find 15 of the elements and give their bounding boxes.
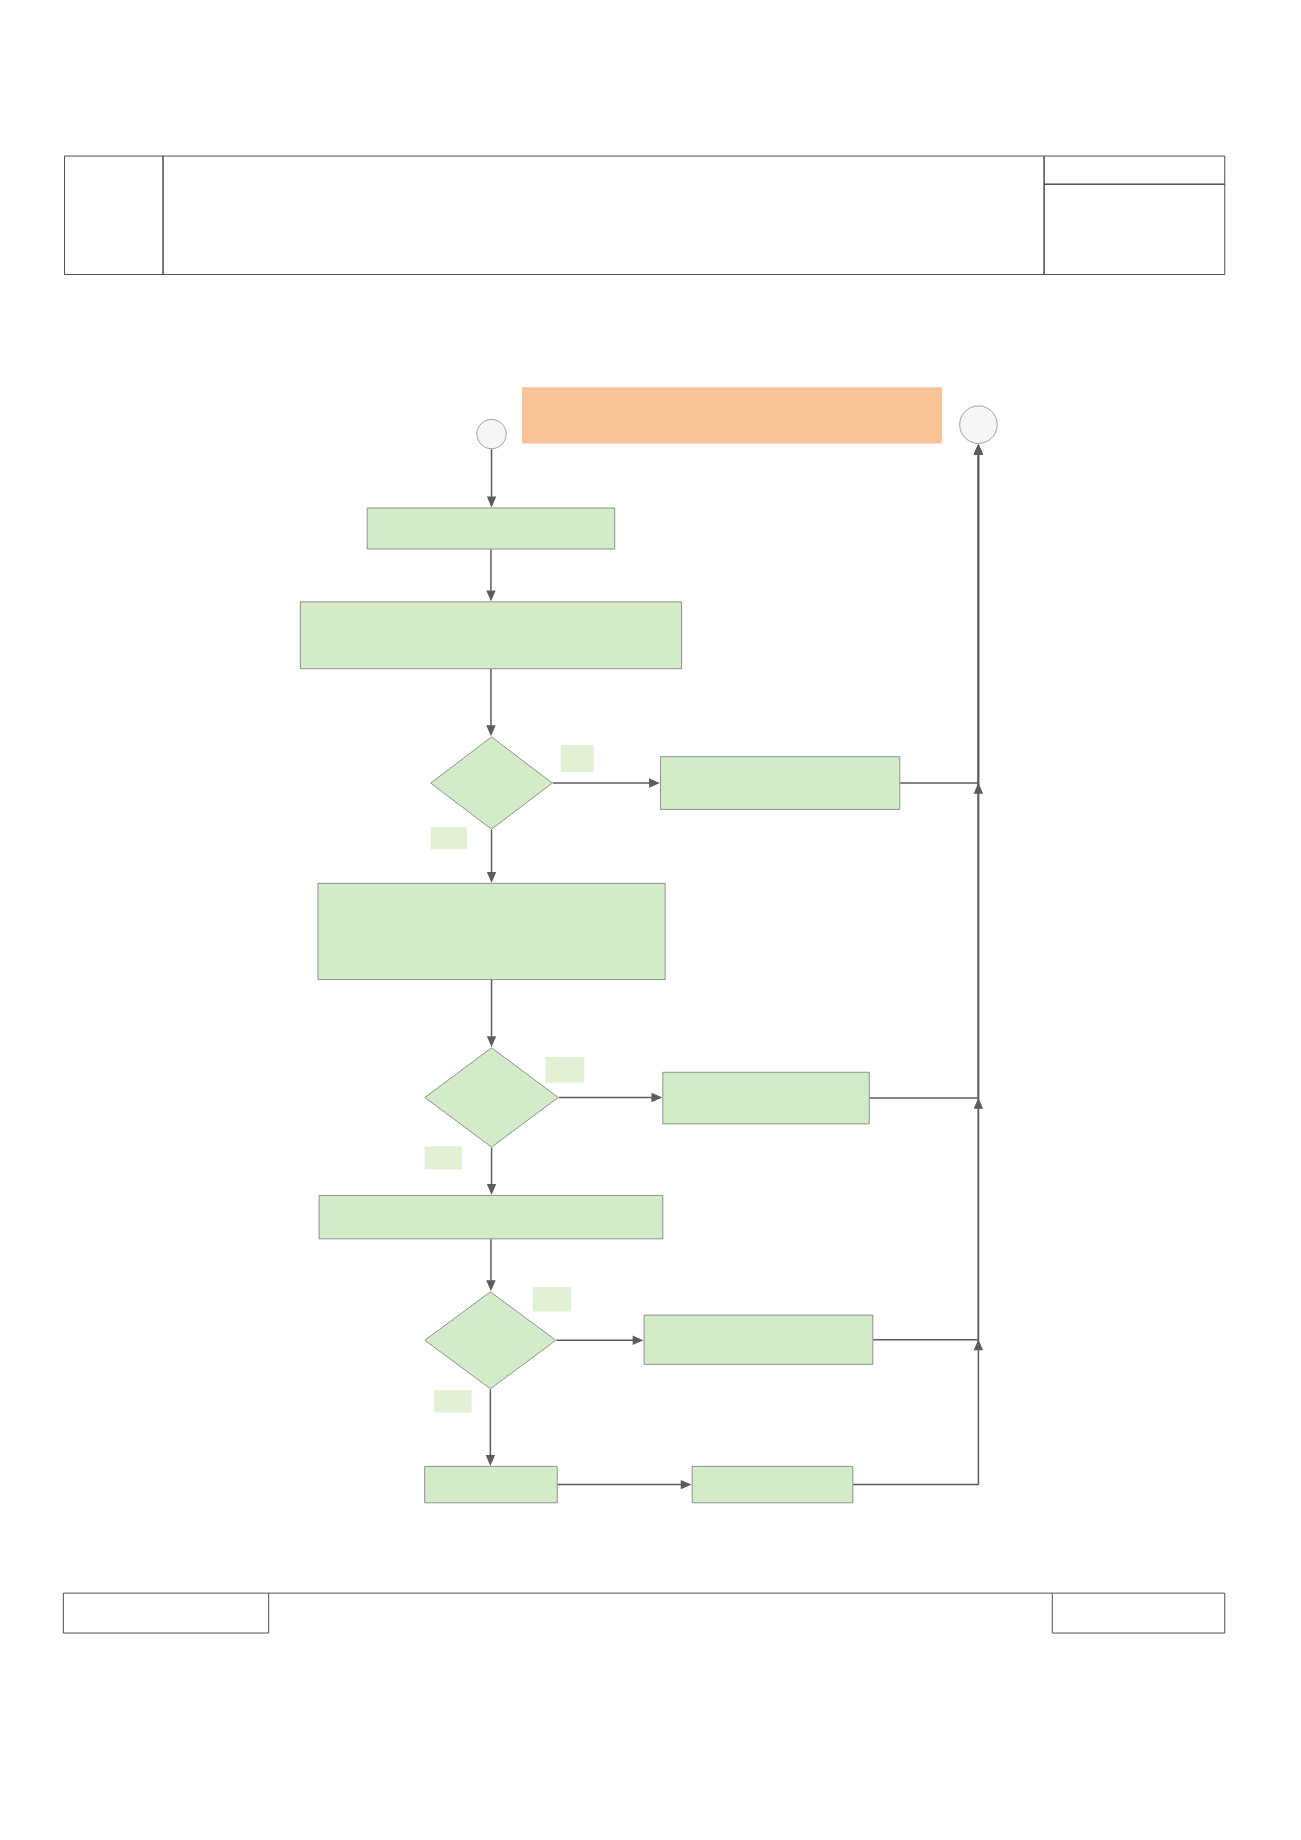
process-box [424, 1466, 558, 1504]
process-box [317, 882, 666, 980]
process-box [691, 1466, 854, 1504]
decision-diamond [424, 1047, 559, 1148]
decision-diamond [424, 1291, 557, 1390]
process-box [662, 1071, 870, 1125]
process-box [366, 507, 616, 550]
process-box [660, 756, 901, 810]
decision-diamond [430, 736, 553, 830]
connector-circle [476, 419, 507, 450]
connector-circle [959, 405, 998, 444]
process-box [643, 1314, 874, 1365]
banner [522, 387, 943, 444]
process-box [318, 1195, 664, 1240]
process-box [299, 601, 682, 670]
